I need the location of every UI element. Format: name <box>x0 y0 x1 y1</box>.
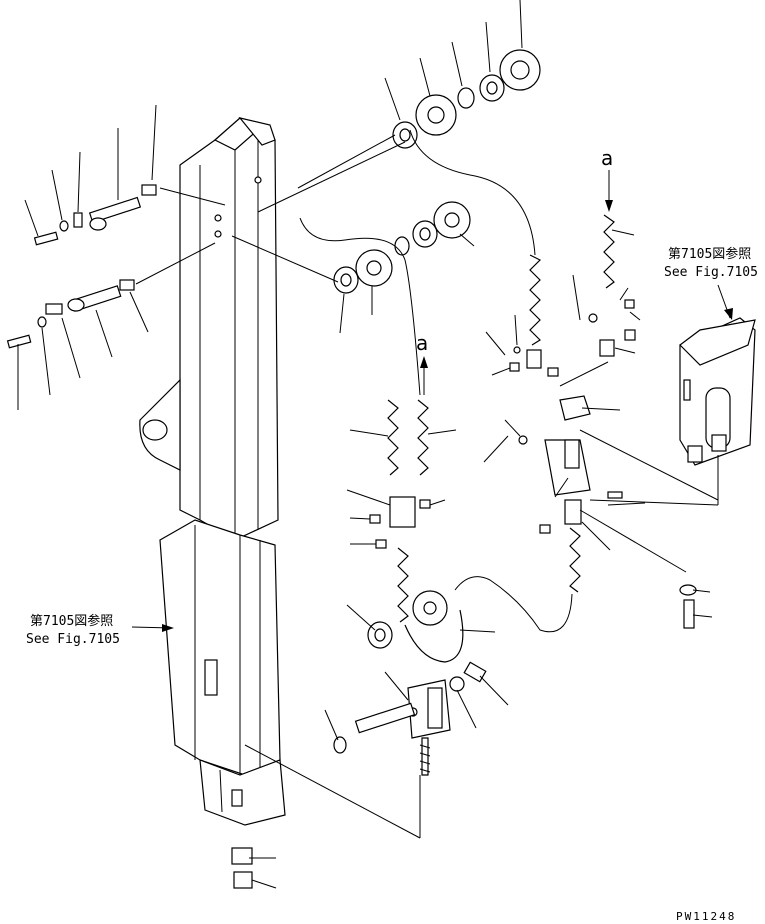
bottom-bolts <box>579 509 713 629</box>
mast-frame <box>139 117 286 826</box>
center-chains <box>367 214 615 663</box>
callout-a-top-text: a <box>601 146 613 170</box>
callout-letter-a-mid: a <box>416 331 428 355</box>
leader-lines <box>244 229 719 889</box>
ref-left-jp: 第7105図参照 <box>30 613 113 629</box>
connector-blocks <box>369 299 636 549</box>
reference-bracket <box>589 317 756 506</box>
arrows <box>131 170 733 632</box>
ref-right-en: See Fig.7105 <box>664 265 758 280</box>
ref-right-jp: 第7105図参照 <box>668 246 751 262</box>
callout-a-mid-text: a <box>416 331 428 355</box>
left-fasteners <box>6 104 226 410</box>
drawing-number: PW11248 <box>676 910 736 923</box>
ref-left-en: See Fig.7105 <box>26 632 120 647</box>
callout-letter-a-top: a <box>601 146 613 170</box>
chain-tensioner <box>231 661 487 889</box>
upper-sprockets <box>231 0 541 396</box>
